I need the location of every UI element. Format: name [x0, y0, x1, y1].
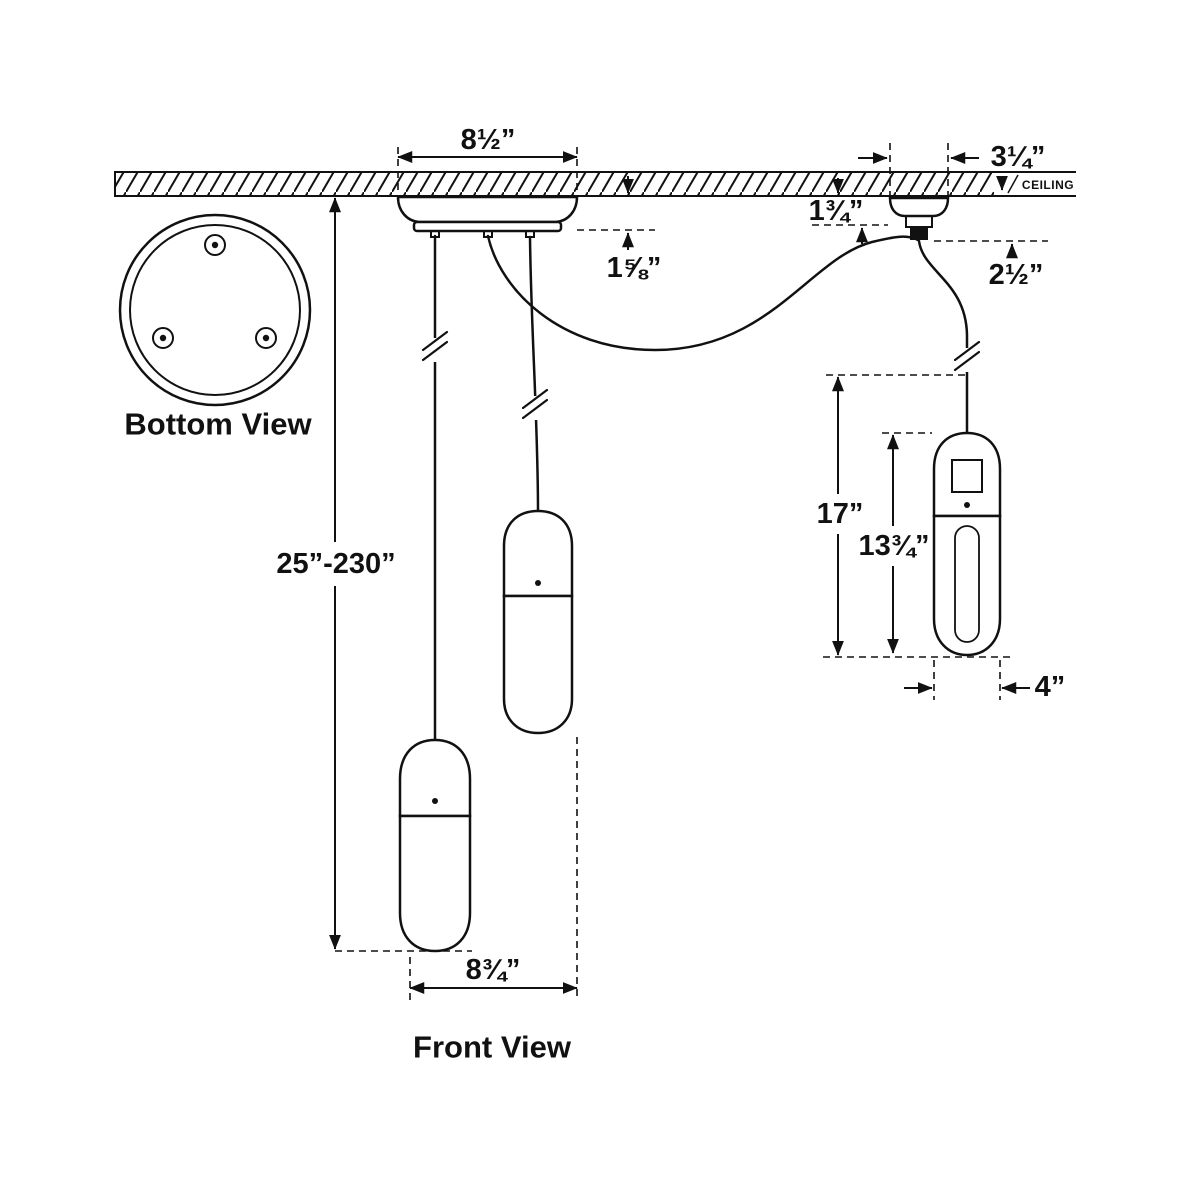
pendant-middle	[502, 509, 574, 735]
dim-pendant-spread: 8¾”	[409, 954, 578, 994]
screw-circle	[255, 327, 277, 349]
bulb-outline	[954, 525, 980, 643]
ceiling-hatch-band	[114, 171, 1076, 197]
cord-swag	[486, 234, 920, 352]
break-slash	[521, 388, 549, 410]
right-mount	[888, 196, 950, 240]
pendant-cap	[502, 509, 574, 598]
pendant-glass	[398, 814, 472, 953]
pendant-left	[398, 738, 472, 953]
screw-dot	[262, 334, 270, 342]
dim-right-pendant-overall: 17”	[812, 376, 868, 656]
label-backing	[854, 526, 932, 566]
dim-right-mount-width: 3¼”	[858, 141, 1045, 173]
right-mount-socket	[910, 227, 928, 240]
pendant-cap	[398, 738, 472, 818]
canopy-outer-ring	[118, 213, 312, 407]
bottom-view: Bottom View	[118, 213, 312, 442]
pendant-glass	[932, 514, 1002, 657]
dimensions: 8½” 3¼” 1⅝” 1¾” 2½” 25”-230	[263, 124, 1065, 994]
cord-break-left	[421, 330, 449, 362]
label-backing	[263, 542, 409, 586]
dim-right-cord-drop: 2½”	[989, 243, 1044, 291]
extension-lines	[335, 142, 1048, 1000]
dim-right-pendant-width: 4”	[904, 671, 1065, 703]
dim-right-cord-drop-label: 2½”	[989, 259, 1044, 291]
dim-overall-height: 25”-230”	[263, 197, 409, 950]
screw-dot	[211, 241, 219, 249]
canopy-inner-ring	[129, 224, 301, 396]
screw-left	[152, 327, 174, 349]
screw-dot	[159, 334, 167, 342]
right-mount-canopy	[888, 196, 950, 218]
cord-right	[917, 239, 969, 436]
cord-break-right	[953, 340, 981, 372]
dim-overall-height-label: 25”-230”	[276, 548, 395, 580]
set-screw-dot	[535, 580, 541, 586]
dim-right-mount-drop: 1¾”	[809, 178, 868, 244]
cord-break-middle	[521, 388, 549, 420]
ceiling: CEILING	[114, 171, 1078, 197]
dim-right-pendant-body: 13¾”	[854, 434, 932, 654]
screw-right	[255, 327, 277, 349]
ceiling-slash	[1007, 174, 1019, 194]
break-slash	[953, 340, 981, 362]
front-view-fixture	[396, 195, 1002, 953]
cord-middle	[528, 235, 540, 514]
pendant-glass	[502, 594, 574, 735]
pendant-cap	[932, 431, 1002, 518]
set-screw-dot	[964, 502, 970, 508]
screw-top	[204, 234, 226, 256]
dim-canopy-height: 1⅝”	[607, 176, 662, 284]
dim-right-mount-drop-label: 1¾”	[809, 195, 864, 227]
dim-right-mount-width-label: 3¼”	[991, 141, 1046, 173]
dim-canopy-width: 8½”	[397, 124, 578, 163]
ceiling-label: CEILING	[1022, 178, 1074, 192]
break-slash	[421, 330, 449, 352]
dim-pendant-spread-label: 8¾”	[466, 954, 521, 986]
right-mount-collar	[905, 215, 933, 228]
ceiling-label-box	[994, 173, 1078, 195]
break-slash	[953, 350, 981, 372]
dim-canopy-width-label: 8½”	[461, 124, 516, 156]
socket-window	[951, 459, 983, 493]
break-slash	[521, 398, 549, 420]
front-view-label: Front View	[413, 1030, 572, 1065]
pendant-right	[932, 431, 1002, 657]
bottom-view-label: Bottom View	[124, 407, 312, 442]
screw-circle	[204, 234, 226, 256]
canopy-body	[396, 195, 579, 224]
set-screw-dot	[432, 798, 438, 804]
screw-circle	[152, 327, 174, 349]
dim-right-pendant-width-label: 4”	[1035, 671, 1066, 703]
dim-canopy-height-label: 1⅝”	[607, 252, 662, 284]
dim-right-pendant-overall-label: 17”	[817, 498, 864, 530]
canopy-rim	[412, 220, 563, 233]
break-slash	[421, 340, 449, 362]
dim-right-pendant-body-label: 13¾”	[859, 530, 930, 562]
